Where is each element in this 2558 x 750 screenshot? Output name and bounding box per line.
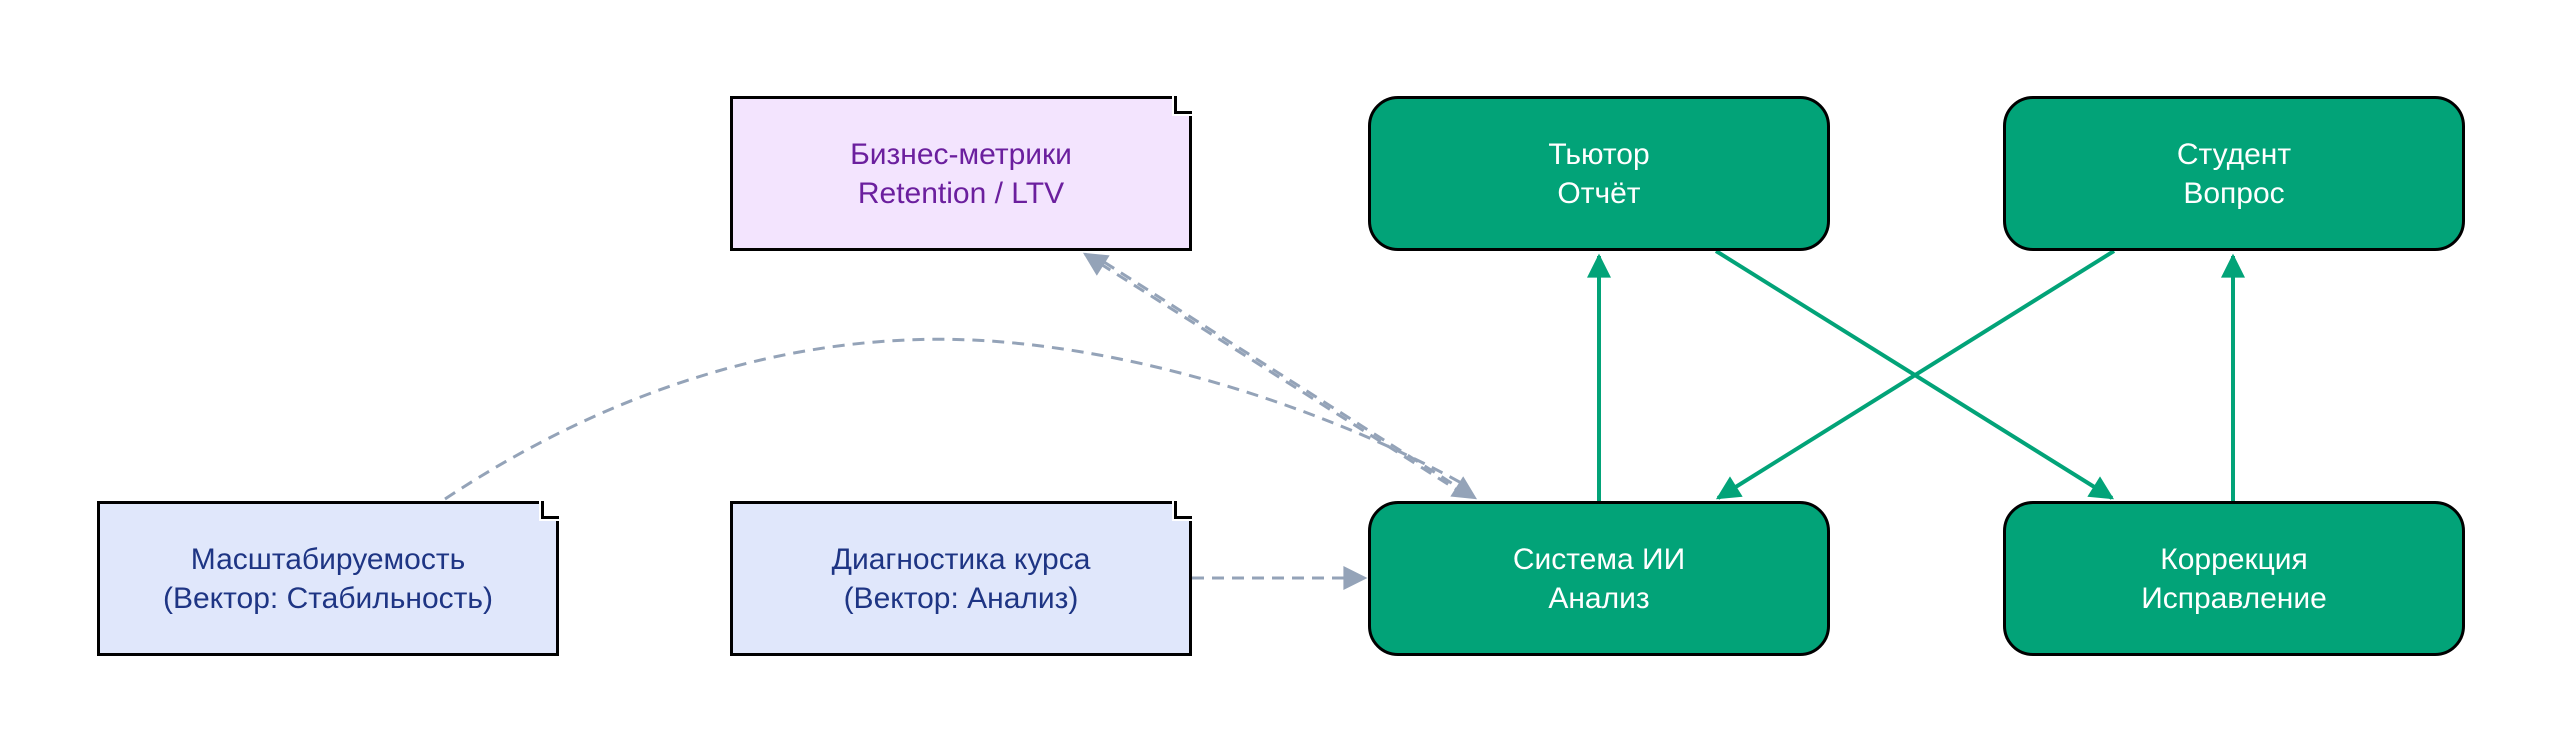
- node-student-subtitle: Вопрос: [2183, 176, 2285, 210]
- note-scalability[interactable]: Масштабируемость (Вектор: Стабильность): [97, 501, 559, 656]
- note-course-diagnostics-title: Диагностика курса: [831, 542, 1091, 576]
- node-student-title: Студент: [2176, 137, 2292, 171]
- edge-ai-to-business: [1082, 252, 1466, 497]
- node-ai-system-subtitle: Анализ: [1548, 581, 1650, 615]
- note-course-diagnostics-subtitle: (Вектор: Анализ): [843, 581, 1079, 615]
- node-student[interactable]: Студент Вопрос: [2003, 96, 2465, 251]
- note-business-metrics[interactable]: Бизнес-метрики Retention / LTV: [730, 96, 1192, 251]
- node-ai-system-title: Система ИИ: [1512, 542, 1686, 576]
- note-scalability-title: Масштабируемость: [190, 542, 466, 576]
- note-business-metrics-subtitle: Retention / LTV: [857, 176, 1065, 210]
- note-business-metrics-title: Бизнес-метрики: [850, 137, 1072, 171]
- note-course-diagnostics[interactable]: Диагностика курса (Вектор: Анализ): [730, 501, 1192, 656]
- node-correction-subtitle: Исправление: [2141, 581, 2327, 615]
- node-tutor[interactable]: Тьютор Отчёт: [1368, 96, 1830, 251]
- edge-student-to-ai: [1715, 249, 2116, 500]
- node-tutor-title: Тьютор: [1548, 137, 1650, 171]
- node-correction-title: Коррекция: [2160, 542, 2308, 576]
- node-correction[interactable]: Коррекция Исправление: [2003, 501, 2465, 656]
- node-ai-system[interactable]: Система ИИ Анализ: [1368, 501, 1830, 656]
- node-tutor-subtitle: Отчёт: [1557, 176, 1641, 210]
- edge-ai-to-business-return: [1103, 260, 1478, 500]
- edge-scalability-to-ai: [444, 337, 1466, 501]
- note-scalability-subtitle: (Вектор: Стабильность): [162, 581, 494, 615]
